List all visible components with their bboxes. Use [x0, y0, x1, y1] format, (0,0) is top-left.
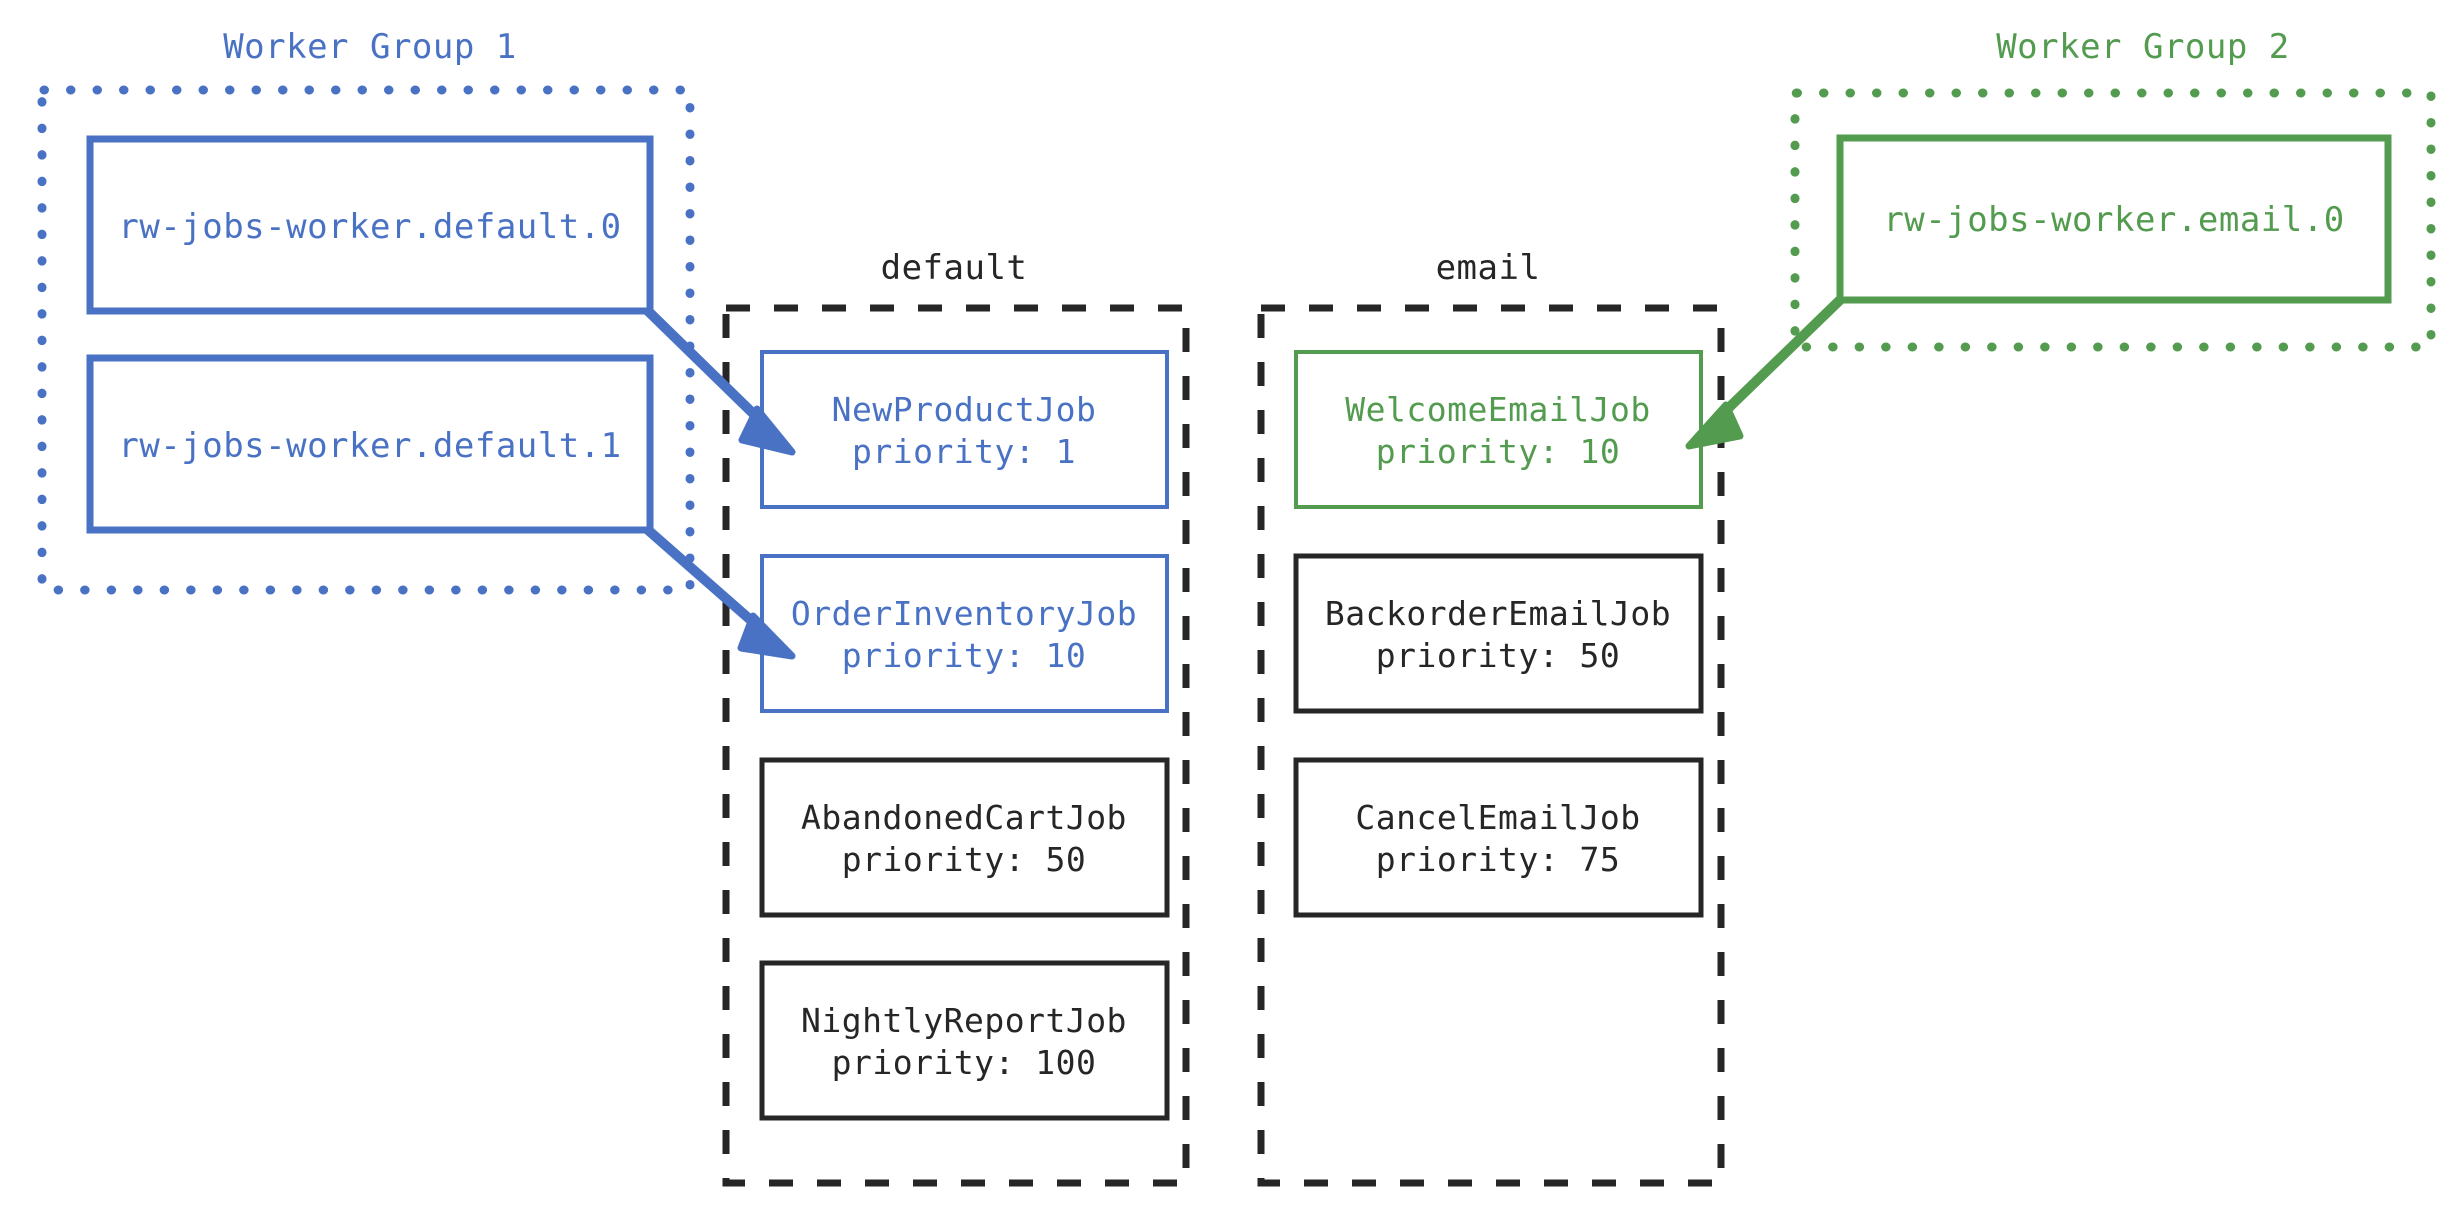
worker-box-email-0-outline: [1836, 134, 2392, 304]
queue-default-label: default: [881, 248, 1028, 288]
job-card-order-inventory-job-name: OrderInventoryJob: [791, 594, 1137, 633]
job-card-backorder-email-job[interactable]: BackorderEmailJob priority: 50: [1293, 553, 1704, 714]
job-card-abandoned-cart-job-priority: priority: 50: [842, 840, 1086, 879]
worker-group-2-boundary: [1790, 88, 2436, 352]
worker-box-default-1-outline: [86, 354, 654, 534]
job-card-cancel-email-job-name: CancelEmailJob: [1355, 798, 1640, 837]
worker-box-default-0[interactable]: rw-jobs-worker.default.0: [86, 135, 654, 315]
job-card-order-inventory-job-outline: [760, 554, 1169, 713]
job-card-nightly-report-job[interactable]: NightlyReportJob priority: 100: [759, 960, 1170, 1121]
connector-default0-to-newproductjob: [644, 307, 796, 456]
job-card-backorder-email-job-priority: priority: 50: [1376, 636, 1620, 675]
job-card-new-product-job-name: NewProductJob: [832, 390, 1097, 429]
connector-default0-line: [644, 307, 774, 434]
job-card-order-inventory-job[interactable]: OrderInventoryJob priority: 10: [760, 554, 1169, 713]
connector-email0-line: [1709, 296, 1844, 427]
worker-box-default-1-label: rw-jobs-worker.default.1: [118, 426, 621, 466]
worker-group-2-label: Worker Group 2: [1996, 27, 2290, 67]
job-card-new-product-job[interactable]: NewProductJob priority: 1: [760, 350, 1169, 509]
worker-group-1: Worker Group 1 rw-jobs-worker.default.0 …: [37, 27, 695, 595]
worker-box-email-0[interactable]: rw-jobs-worker.email.0: [1836, 134, 2392, 304]
queue-email: email WelcomeEmailJob priority: 10 Backo…: [1257, 248, 1725, 1187]
job-card-abandoned-cart-job-name: AbandonedCartJob: [801, 798, 1127, 837]
job-card-cancel-email-job[interactable]: CancelEmailJob priority: 75: [1293, 757, 1704, 918]
worker-group-2: Worker Group 2 rw-jobs-worker.email.0: [1790, 27, 2436, 352]
job-card-order-inventory-job-priority: priority: 10: [842, 636, 1086, 675]
connector-email0-arrowhead: [1685, 401, 1744, 450]
worker-box-default-1[interactable]: rw-jobs-worker.default.1: [86, 354, 654, 534]
job-card-welcome-email-job-outline: [1294, 350, 1703, 509]
job-card-cancel-email-job-priority: priority: 75: [1376, 840, 1620, 879]
worker-box-default-0-outline: [86, 135, 654, 315]
connector-default1-arrowhead: [737, 612, 796, 660]
connector-default0-arrowhead: [738, 405, 796, 456]
connector-email0-to-welcomeemailjob: [1685, 296, 1844, 450]
worker-group-1-label: Worker Group 1: [223, 27, 517, 67]
job-card-welcome-email-job-name: WelcomeEmailJob: [1345, 390, 1651, 429]
job-card-welcome-email-job[interactable]: WelcomeEmailJob priority: 10: [1294, 350, 1703, 509]
worker-group-1-boundary: [37, 85, 695, 595]
job-card-abandoned-cart-job[interactable]: AbandonedCartJob priority: 50: [759, 757, 1170, 918]
job-card-backorder-email-job-name: BackorderEmailJob: [1325, 594, 1671, 633]
queue-email-label: email: [1436, 248, 1541, 288]
worker-box-default-0-label: rw-jobs-worker.default.0: [118, 207, 621, 247]
connector-default1-to-orderinventoryjob: [644, 526, 796, 660]
job-card-nightly-report-job-name: NightlyReportJob: [801, 1001, 1127, 1040]
job-card-cancel-email-job-outline: [1293, 757, 1704, 918]
job-card-new-product-job-priority: priority: 1: [852, 432, 1076, 471]
job-card-welcome-email-job-priority: priority: 10: [1376, 432, 1620, 471]
queue-default: default NewProductJob priority: 1 OrderI…: [722, 248, 1190, 1187]
job-card-nightly-report-job-outline: [759, 960, 1170, 1121]
job-card-backorder-email-job-outline: [1293, 553, 1704, 714]
worker-box-email-0-label: rw-jobs-worker.email.0: [1883, 200, 2344, 240]
job-card-nightly-report-job-priority: priority: 100: [832, 1043, 1097, 1082]
job-card-abandoned-cart-job-outline: [759, 757, 1170, 918]
connector-arrows: [644, 296, 1844, 660]
job-card-new-product-job-outline: [760, 350, 1169, 509]
